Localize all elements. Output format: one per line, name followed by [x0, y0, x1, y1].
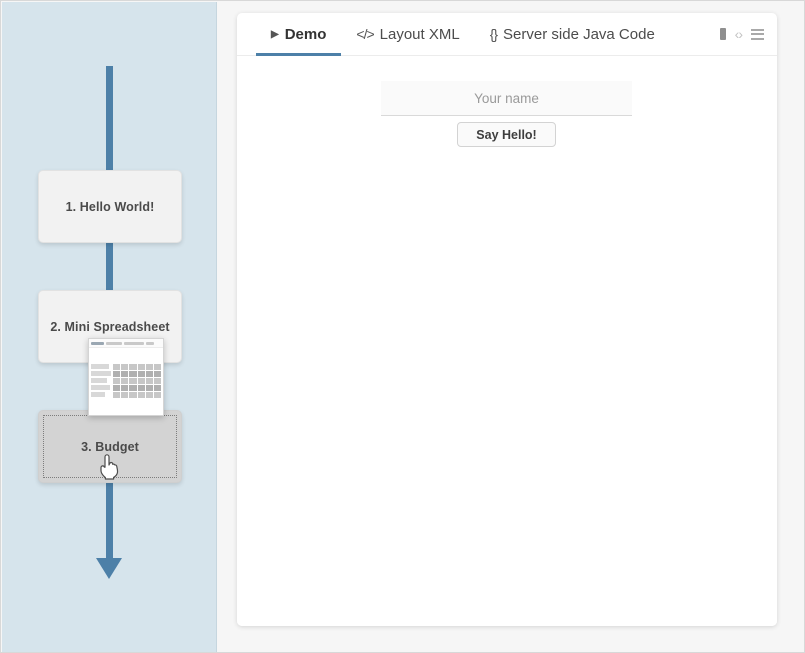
tab-bar: ▶ Demo </> Layout XML {} Server side Jav… — [237, 13, 777, 56]
flow-card-budget-dropzone[interactable]: 3. Budget — [38, 410, 182, 483]
flow-sidebar: 1. Hello World! 2. Mini Spreadsheet 3. B… — [2, 2, 217, 652]
say-hello-button[interactable]: Say Hello! — [457, 122, 556, 147]
tab-tools: ‹› — [719, 26, 777, 42]
spreadsheet-thumbnail — [88, 338, 164, 416]
flow-card-label: 1. Hello World! — [65, 199, 155, 214]
flow-arrowhead-icon — [96, 558, 122, 579]
active-tab-indicator — [256, 52, 342, 56]
flow-card-label: 2. Mini Spreadsheet — [50, 319, 170, 334]
thumbnail-toolbar — [89, 339, 163, 348]
braces-icon: {} — [489, 26, 498, 42]
main-panel: ▶ Demo </> Layout XML {} Server side Jav… — [237, 13, 777, 626]
name-input[interactable] — [381, 81, 632, 116]
tab-label: Demo — [284, 25, 327, 43]
tab-label: Layout XML — [379, 25, 460, 43]
flow-connector-top — [106, 66, 113, 172]
tab-demo[interactable]: ▶ Demo — [256, 13, 342, 56]
code-arrows-icon[interactable]: ‹› — [734, 26, 743, 42]
tab-server-side-java-code[interactable]: {} Server side Java Code — [475, 13, 670, 56]
demo-form: Say Hello! — [381, 81, 632, 147]
tab-layout-xml[interactable]: </> Layout XML — [341, 13, 474, 56]
play-icon: ▶ — [271, 28, 279, 40]
flow-connector-bottom — [106, 480, 113, 558]
book-icon[interactable] — [719, 28, 726, 40]
flow-card-hello-world[interactable]: 1. Hello World! — [38, 170, 182, 243]
thumbnail-sheet — [89, 348, 163, 415]
panel-body: Say Hello! — [237, 56, 777, 626]
code-tags-icon: </> — [356, 26, 374, 42]
tab-label: Server side Java Code — [503, 25, 655, 43]
flow-connector-1-2 — [106, 240, 113, 292]
menu-icon[interactable] — [751, 28, 764, 40]
flow-card-label: 3. Budget — [81, 439, 139, 454]
